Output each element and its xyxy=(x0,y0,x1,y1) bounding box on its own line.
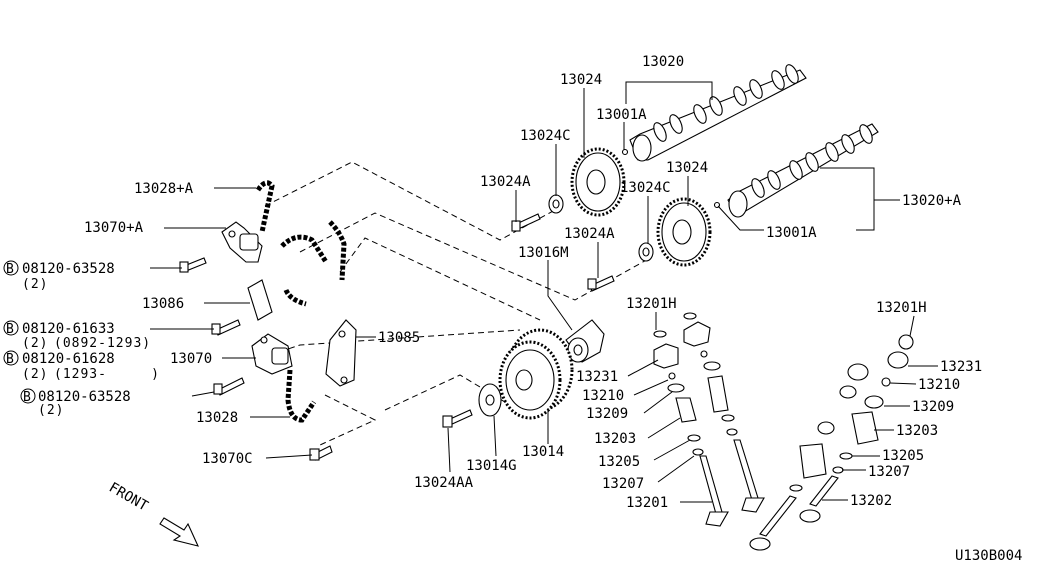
bolt-qty: (2) xyxy=(38,403,64,418)
part-labels: 13020 13024 13001A 13024C 13024 13024A 1… xyxy=(84,54,982,511)
cam-sprocket-upper xyxy=(570,147,626,217)
timing-chain-upper xyxy=(255,180,347,307)
label-13014: 13014 xyxy=(522,444,564,460)
label-13205-left: 13205 xyxy=(598,454,640,470)
label-13209-left: 13209 xyxy=(586,406,628,422)
label-13203-left: 13203 xyxy=(594,431,636,447)
washer-13014G xyxy=(478,383,502,417)
bolt-part-number: 08120-61628 xyxy=(22,351,115,367)
front-label: FRONT xyxy=(106,480,151,515)
label-13028A: 13028+A xyxy=(134,181,194,197)
label-13024AA: 13024AA xyxy=(414,475,474,491)
label-13203-right: 13203 xyxy=(896,423,938,439)
label-13207-right: 13207 xyxy=(868,464,910,480)
front-indicator: FRONT xyxy=(106,480,199,547)
bolt-qty: (2) xyxy=(22,367,48,382)
label-13024C-lower: 13024C xyxy=(620,180,671,196)
label-13024-lower: 13024 xyxy=(666,160,708,176)
chain-tensioner-lower xyxy=(251,333,293,375)
label-13024A-upper: 13024A xyxy=(480,174,531,190)
camshaft-upper xyxy=(621,64,807,162)
label-13070: 13070 xyxy=(170,351,212,367)
left-bolts xyxy=(179,257,333,461)
bolt-marker: B xyxy=(6,262,15,277)
label-13085: 13085 xyxy=(378,330,420,346)
cam-washers-and-bolts xyxy=(511,194,654,292)
bolt-qty: (2) xyxy=(22,336,48,351)
bolt-part-number: 08120-63528 xyxy=(22,261,115,277)
bolt-callout-1: B 08120-63528 (2) xyxy=(3,260,115,292)
bolt-date-range: (1293- ) xyxy=(54,367,160,382)
bolt-part-number: 08120-61633 xyxy=(22,321,115,337)
label-13201H-left: 13201H xyxy=(626,296,677,312)
label-13020: 13020 xyxy=(642,54,684,70)
timing-chain-lower xyxy=(285,369,317,423)
label-13202: 13202 xyxy=(850,493,892,509)
label-13001A-lower: 13001A xyxy=(766,225,817,241)
valve-assembly-left xyxy=(653,312,765,527)
label-13201: 13201 xyxy=(626,495,668,511)
gear-13014 xyxy=(498,328,574,420)
label-13201H-right: 13201H xyxy=(876,300,927,316)
label-13024C-upper: 13024C xyxy=(520,128,571,144)
bolt-callout-2: B 08120-61633 (2) (0892-1293) xyxy=(3,320,151,351)
bolt-callout-3: B 08120-61628 (2) (1293- ) xyxy=(3,350,160,382)
label-13205-right: 13205 xyxy=(882,448,924,464)
chain-tensioner-upper xyxy=(221,221,263,263)
cam-sprocket-lower xyxy=(656,197,712,267)
chain-guide-13085 xyxy=(325,319,357,387)
bolt-callout-4: B 08120-63528 (2) xyxy=(20,388,131,418)
camshaft-lower xyxy=(713,123,879,218)
label-13028: 13028 xyxy=(196,410,238,426)
label-13001A-upper: 13001A xyxy=(596,107,647,123)
label-13207-left: 13207 xyxy=(602,476,644,492)
label-13210-right: 13210 xyxy=(918,377,960,393)
label-13020A: 13020+A xyxy=(902,193,962,209)
bolt-qty: (2) xyxy=(22,277,48,292)
label-13209-right: 13209 xyxy=(912,399,954,415)
bolt-marker: B xyxy=(23,390,32,405)
label-13086: 13086 xyxy=(142,296,184,312)
label-13014G: 13014G xyxy=(466,458,517,474)
label-13016M: 13016M xyxy=(518,245,569,261)
chain-guide-13086 xyxy=(247,279,273,321)
label-13024-upper: 13024 xyxy=(560,72,602,88)
label-13070C: 13070C xyxy=(202,451,253,467)
label-13024A-lower: 13024A xyxy=(564,226,615,242)
bolt-13024AA xyxy=(442,409,473,428)
diagram-code: U130B004 xyxy=(955,548,1022,564)
bolt-marker: B xyxy=(6,322,15,337)
label-13231-right: 13231 xyxy=(940,359,982,375)
bolt-part-number: 08120-63528 xyxy=(38,389,131,405)
leader-lines xyxy=(150,81,938,503)
bolt-date-range: (0892-1293) xyxy=(54,336,151,351)
label-13210-left: 13210 xyxy=(582,388,624,404)
label-13070A: 13070+A xyxy=(84,220,144,236)
label-13231-left: 13231 xyxy=(576,369,618,385)
valve-assembly-right xyxy=(749,334,914,551)
bolt-marker: B xyxy=(6,352,15,367)
idler-13016M xyxy=(565,319,605,363)
